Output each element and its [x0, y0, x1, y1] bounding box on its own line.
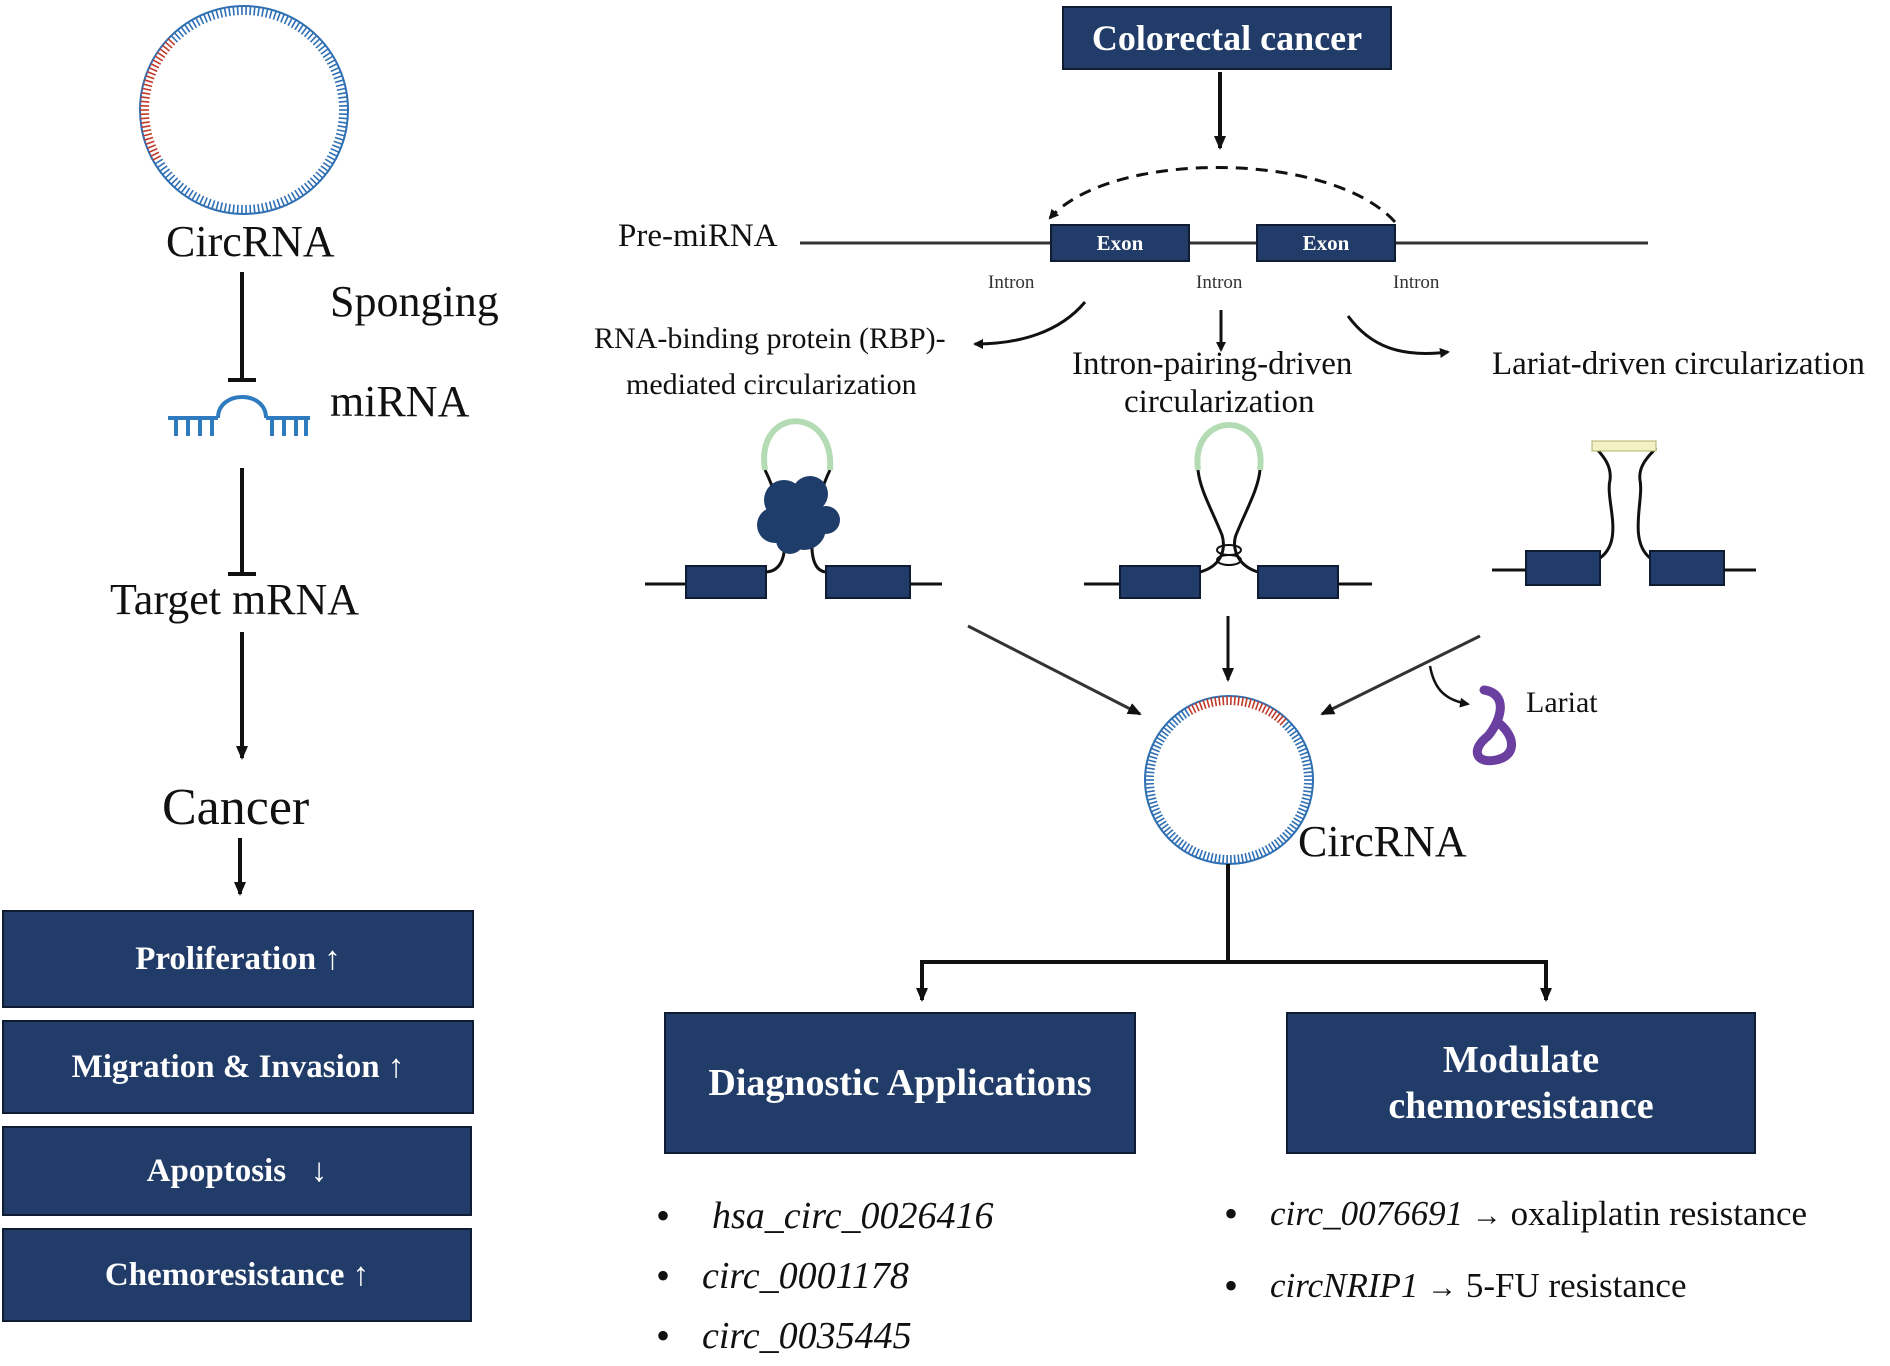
left-circrna-ring	[140, 6, 348, 214]
effect-proliferation-label: Proliferation	[135, 941, 316, 978]
rbp-protein-icon	[757, 476, 840, 554]
intron-3-label: Intron	[1393, 272, 1439, 294]
biomarker-circ-0035445: circ_0035445	[702, 1315, 912, 1357]
arrow-rbp-to-circrna	[968, 626, 1140, 714]
chemo-title-line1: Modulate	[1443, 1037, 1599, 1083]
chemo-item-name: circ_0076691	[1270, 1194, 1463, 1233]
list-item: circ_0001178	[650, 1246, 993, 1306]
chemo-item-effect: oxaliplatin resistance	[1511, 1194, 1807, 1233]
center-circrna-label: CircRNA	[1298, 816, 1467, 867]
rbp-mechanism-illustration	[645, 421, 942, 598]
effect-chemoresistance-label: Chemoresistance	[105, 1257, 345, 1294]
effect-migration-invasion: Migration & Invasion ↑	[2, 1020, 474, 1114]
mirna-hairpin-icon	[168, 397, 310, 436]
chemo-item-name: circNRIP1	[1270, 1266, 1418, 1305]
effect-proliferation: Proliferation ↑	[2, 910, 474, 1008]
modulate-chemoresistance-box: Modulate chemoresistance	[1286, 1012, 1756, 1154]
effect-migration-label: Migration & Invasion	[72, 1049, 380, 1086]
lariat-driven-illustration	[1492, 441, 1756, 585]
intron-pairing-label-line2: circularization	[1124, 384, 1315, 421]
effect-apoptosis: Apoptosis ↓	[2, 1126, 472, 1216]
lariat-label: Lariat	[1526, 686, 1598, 720]
lariat-product-icon	[1477, 690, 1511, 761]
backsplice-dashed-arc	[1050, 167, 1395, 222]
list-item: hsa_circ_0026416	[650, 1186, 993, 1246]
pre-mirna-label: Pre-miRNA	[618, 218, 778, 255]
inhibition-arrow-target	[228, 468, 256, 574]
intron-2-label: Intron	[1196, 272, 1242, 294]
diagnostic-applications-box: Diagnostic Applications	[664, 1012, 1136, 1154]
list-item: circNRIP1 → 5-FU resistance	[1218, 1256, 1807, 1316]
sponging-label: Sponging	[330, 276, 499, 327]
cancer-label: Cancer	[162, 778, 309, 837]
lariat-mechanism-label: Lariat-driven circularization	[1492, 346, 1865, 383]
inhibition-arrow-mirna	[228, 272, 256, 380]
list-item: circ_0076691 → oxaliplatin resistance	[1218, 1184, 1807, 1256]
intron-1-label: Intron	[988, 272, 1034, 294]
intron-pairing-label-line1: Intron-pairing-driven	[1072, 346, 1352, 383]
left-circrna-label: CircRNA	[166, 216, 335, 267]
arrow-to-lariat-product	[1430, 666, 1468, 704]
rbp-mechanism-label-line2: mediated circularization	[626, 368, 917, 402]
arrow-to-rbp	[975, 302, 1085, 344]
effect-migration-arrow: ↑	[388, 1049, 405, 1086]
chemoresistance-list: circ_0076691 → oxaliplatin resistance ci…	[1218, 1184, 1807, 1316]
chemo-item-arrow: →	[1427, 1271, 1457, 1304]
intron-pairing-illustration	[1084, 425, 1372, 598]
chemo-title-line2: chemoresistance	[1388, 1083, 1653, 1129]
biomarker-circ-0001178: circ_0001178	[702, 1255, 909, 1297]
center-circrna-ring	[1145, 696, 1313, 864]
biomarker-hsa-circ-0026416: hsa_circ_0026416	[702, 1195, 993, 1237]
exon-2: Exon	[1256, 224, 1396, 262]
effect-apoptosis-label: Apoptosis	[147, 1153, 286, 1190]
mirna-label: miRNA	[330, 376, 469, 427]
effect-apoptosis-arrow: ↓	[311, 1153, 328, 1190]
branch-connector	[922, 864, 1546, 1000]
target-mrna-label: Target mRNA	[110, 574, 359, 625]
rbp-mechanism-label-line1: RNA-binding protein (RBP)-	[594, 322, 946, 356]
chemo-item-effect: 5-FU resistance	[1466, 1266, 1687, 1305]
colorectal-cancer-title: Colorectal cancer	[1062, 6, 1392, 70]
arrow-to-lariat	[1348, 316, 1448, 354]
effect-proliferation-arrow: ↑	[324, 941, 341, 978]
diagnostic-biomarker-list: hsa_circ_0026416 circ_0001178 circ_00354…	[650, 1186, 993, 1366]
list-item: circ_0035445	[650, 1306, 993, 1366]
effect-chemoresistance-arrow: ↑	[353, 1257, 370, 1294]
effect-chemoresistance: Chemoresistance ↑	[2, 1228, 472, 1322]
exon-1: Exon	[1050, 224, 1190, 262]
chemo-item-arrow: →	[1472, 1199, 1502, 1232]
